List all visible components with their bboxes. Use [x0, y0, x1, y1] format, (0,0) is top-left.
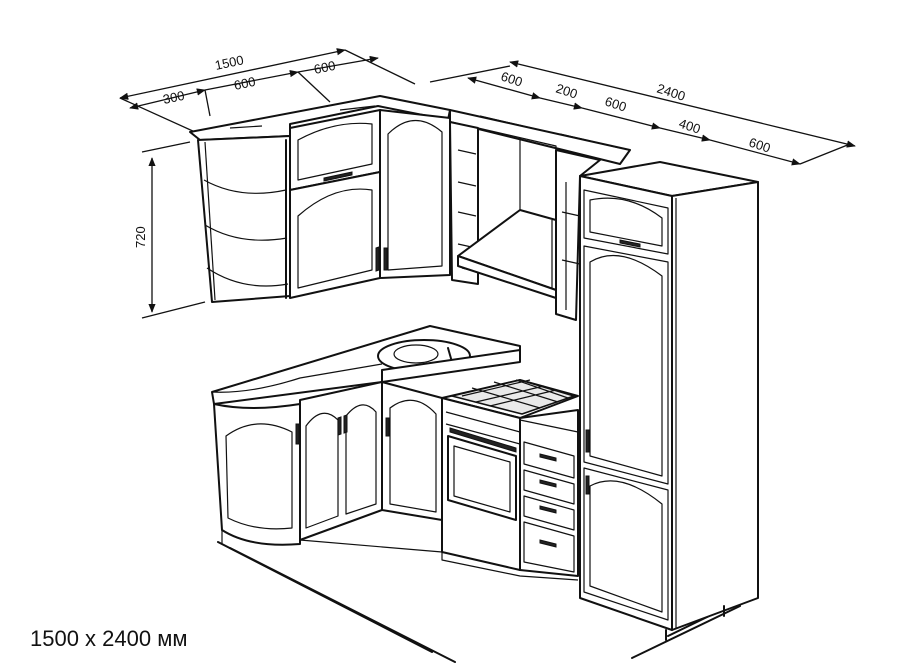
upper-right-cabinets — [449, 109, 631, 321]
dim-right-seg-3: 600 — [603, 94, 628, 115]
upper-left-cabinets — [189, 95, 451, 303]
dim-left-seg-1: 300 — [162, 88, 186, 107]
dim-height: 720 — [133, 226, 148, 248]
dim-right-seg-2: 200 — [554, 81, 579, 102]
dim-left-total: 1500 — [214, 52, 245, 73]
dimension-lines-right — [429, 60, 856, 166]
dim-right-seg-5: 600 — [747, 135, 772, 156]
dim-left-seg-2: 600 — [233, 74, 257, 93]
dimension-line-height — [141, 141, 206, 319]
size-caption: 1500 x 2400 мм — [30, 626, 188, 651]
dim-left-seg-3: 600 — [313, 58, 337, 77]
tall-cabinet — [579, 161, 759, 641]
lower-cabinets — [211, 325, 579, 581]
dim-right-total: 2400 — [655, 81, 687, 104]
dim-right-seg-4: 400 — [677, 116, 702, 137]
dimension-lines-left — [119, 48, 416, 133]
dim-right-seg-1: 600 — [499, 69, 524, 90]
